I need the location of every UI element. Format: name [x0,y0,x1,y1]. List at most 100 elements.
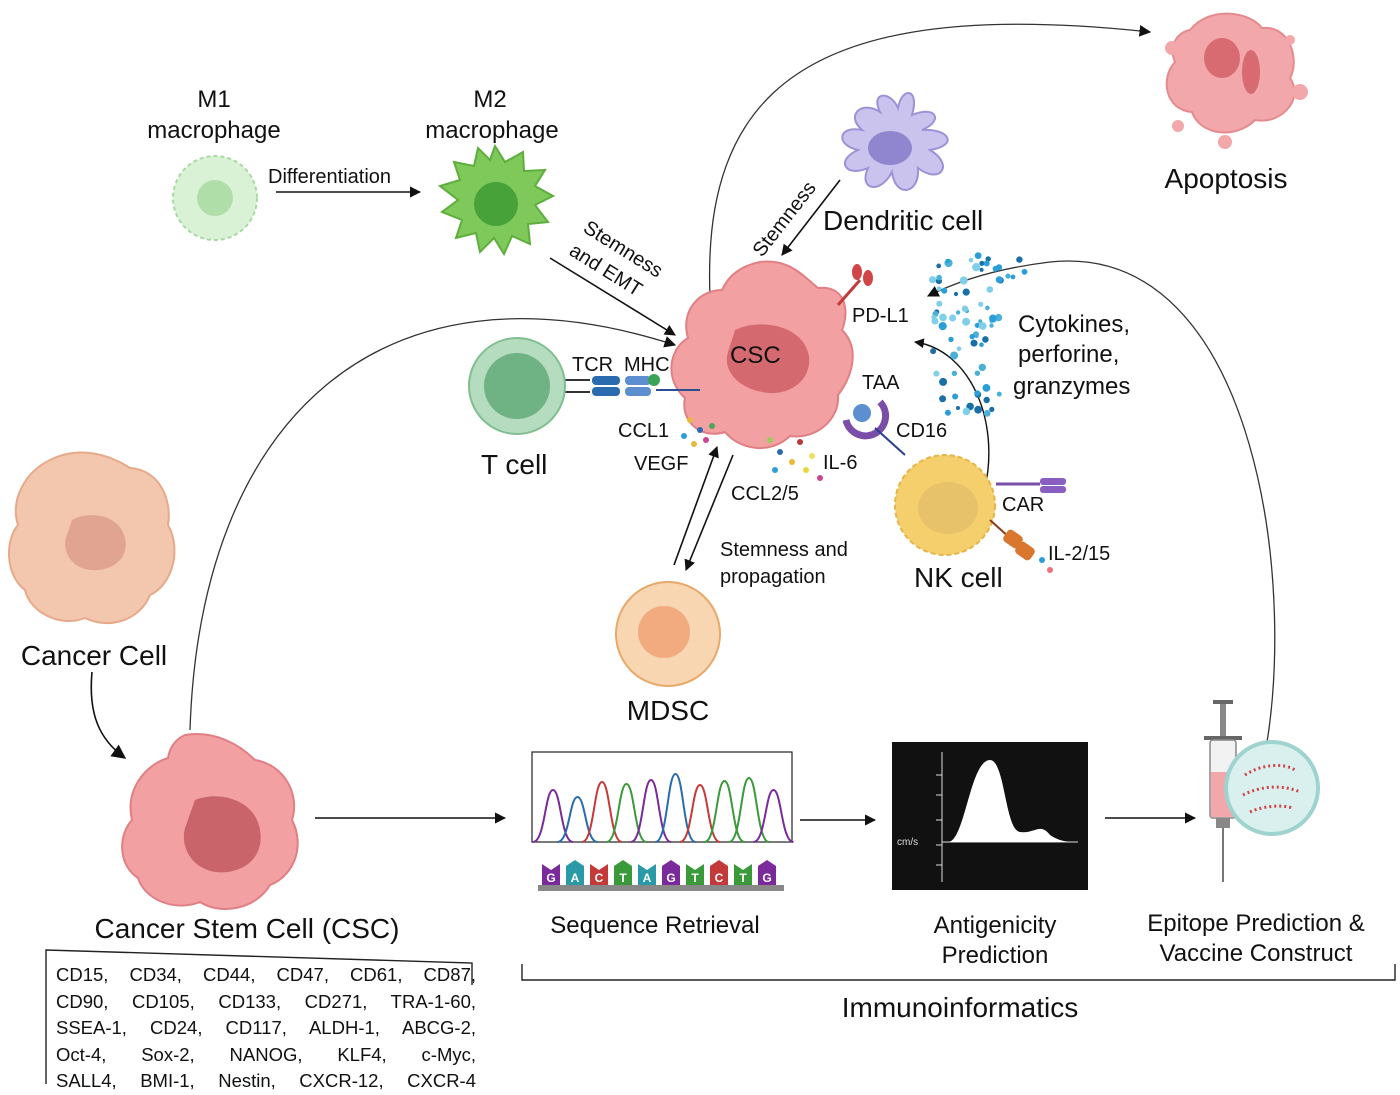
cytokine-dot [939,313,947,322]
dna-base-g: G [758,860,776,885]
t-cell-label: T cell [481,449,547,480]
dna-base-t: T [614,860,632,885]
cytokine-dot [952,393,959,400]
cytokine-dot [968,257,974,263]
cytokine-dot [986,286,994,293]
svg-text:C: C [715,871,724,885]
dc-to-csc-arrow [781,179,841,256]
dna-base-c: C [590,864,608,885]
m2-macrophage-icon [437,143,556,257]
m1-macrophage-icon [172,155,258,241]
svg-text:A: A [571,871,580,885]
cancer-cell-label: Cancer Cell [21,640,167,671]
cytokine-dot [956,346,962,352]
vegf-label: VEGF [634,453,688,475]
m1-label-line1: M1 [197,86,230,113]
tcr-label: TCR [572,354,613,376]
cytokine-dot [955,310,961,315]
tcr-mhc-complex-icon [565,374,700,396]
cytokine-dot [978,319,983,324]
cytokine-dot [983,260,990,267]
stem-cell-to-csc-arrow [189,318,677,731]
cytokine-dot [962,407,971,416]
cytokine-dot [1021,268,1028,275]
cytokine-dot [936,274,942,281]
cytokine-dot [974,405,982,414]
cytokine-dot [974,370,981,376]
cytokine-dot [1005,273,1011,279]
cytokine-dot [985,305,990,311]
dna-base-g: G [542,864,560,885]
il6-label: IL-6 [823,452,857,474]
chemokine-dots [681,417,823,481]
csc-to-mdsc-arrow [684,454,734,572]
cytokine-dot [929,276,937,284]
nk-cell-icon [894,454,996,556]
cytokine-dot [978,322,987,330]
cytokine-dot [939,395,947,403]
csc-label: CSC [730,342,781,369]
cytokine-dot [969,333,975,340]
cytokine-dot [953,291,959,297]
chromatogram-peak [655,772,696,843]
cytokine-dot [962,317,971,326]
dna-base-t: T [686,864,704,885]
mhc-label: MHC [624,354,670,376]
cytokine-dot [948,336,954,343]
antigenicity-line1: Antigenicity [934,912,1057,939]
cytokine-dot [974,252,982,259]
cytokine-dot [962,288,970,296]
cytokine-dot [989,323,994,328]
cytokine-dot [985,256,991,262]
il215-receptor-icon [989,519,1053,573]
cytokine-dot [979,260,985,266]
dna-base-a: A [566,860,584,885]
svg-text:T: T [691,871,699,885]
apoptotic-cell-icon [1165,12,1308,149]
svg-text:G: G [666,871,675,885]
antigenicity-line2: Prediction [942,942,1049,969]
m2-to-csc-arrow [549,257,676,336]
cytokine-dot [931,314,937,320]
cytokine-dot [951,370,958,377]
cytokine-dot [983,396,990,404]
csc-full-label: Cancer Stem Cell (CSC) [95,913,400,944]
cytokine-dot [938,322,947,331]
cms-label: cm/s [897,837,918,848]
dendritic-cell-label: Dendritic cell [823,205,983,236]
cytokine-dot [936,263,942,269]
cytokine-dot [933,370,940,377]
immunoinformatics-label: Immunoinformatics [842,992,1079,1023]
cytokine-dot [941,287,948,294]
cytokine-dot [989,406,995,412]
cytokine-dot [970,339,978,347]
marker-line: CD90, CD105, CD133, CD271, TRA-1-60, [56,990,476,1012]
il215-label: IL-2/15 [1048,543,1110,565]
taa-cd16-icon [842,399,906,456]
dna-base-t: T [734,864,752,885]
marker-line: SSEA-1, CD24, CD117, ALDH-1, ABCG-2, [56,1017,476,1038]
cytokine-dot [994,313,1003,322]
dna-base-g: G [662,860,680,885]
dna-base-a: A [638,864,656,885]
cytokine-dot [959,276,968,285]
csc-cell-icon [670,260,854,449]
cancer-stem-cell-icon [121,733,299,910]
t-cell-icon [468,337,566,435]
nk-cell-label: NK cell [914,562,1003,593]
svg-text:C: C [595,871,604,885]
virus-icon [1224,740,1320,836]
cytokine-dot [936,286,942,292]
cytokine-dot [936,300,943,307]
cytokines-line3: granzymes [1013,373,1130,400]
pdl1-label: PD-L1 [852,305,909,327]
svg-text:A: A [643,871,652,885]
car-receptor-icon [996,478,1066,493]
differentiation-label: Differentiation [268,166,391,188]
cytokine-dot [1010,274,1016,280]
cytokine-dot [945,258,950,264]
cytokine-dot [939,377,948,386]
cytokine-dot [982,336,989,343]
cytokine-dot [956,406,960,410]
marker-line: SALL4, BMI-1, Nestin, CXCR-12, CXCR-4 [56,1070,476,1091]
